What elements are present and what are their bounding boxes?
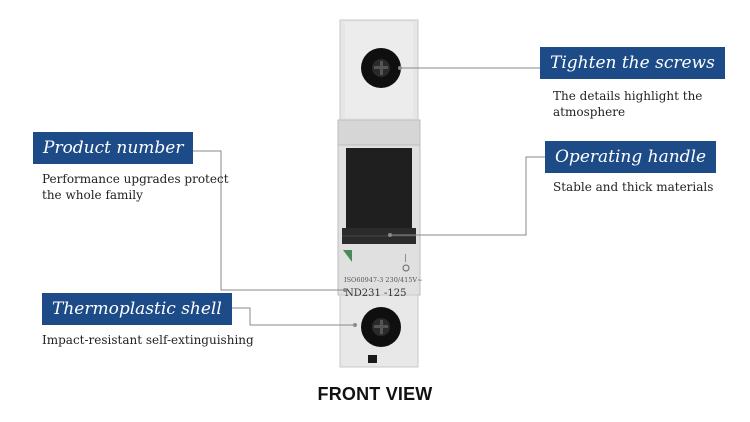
callout-handle-title: Operating handle (545, 141, 717, 173)
indicator-mark (343, 250, 352, 262)
leader-line-handle (390, 156, 545, 236)
view-title: FRONT VIEW (317, 384, 433, 404)
operating-handle (346, 148, 412, 236)
callout-shell-title: Thermoplastic shell (42, 293, 232, 325)
callout-shell-desc: Impact-resistant self-extinguishing (42, 333, 254, 347)
on-symbol: | (404, 253, 407, 262)
callout-product-title: Product number (33, 132, 194, 164)
callout-handle-desc: Stable and thick materials (553, 180, 714, 194)
device-spec-text: ISO60947-3 230/415V~ (344, 276, 423, 284)
callout-screws-desc: The details highlight the atmosphere (553, 89, 703, 119)
device-model-text: ND231 -125 (345, 288, 407, 299)
leader-line-product (184, 150, 345, 291)
off-symbol (402, 264, 410, 272)
callout-screws-title: Tighten the screws (540, 47, 725, 79)
callout-product-desc: Performance upgrades protect the whole f… (42, 172, 229, 202)
